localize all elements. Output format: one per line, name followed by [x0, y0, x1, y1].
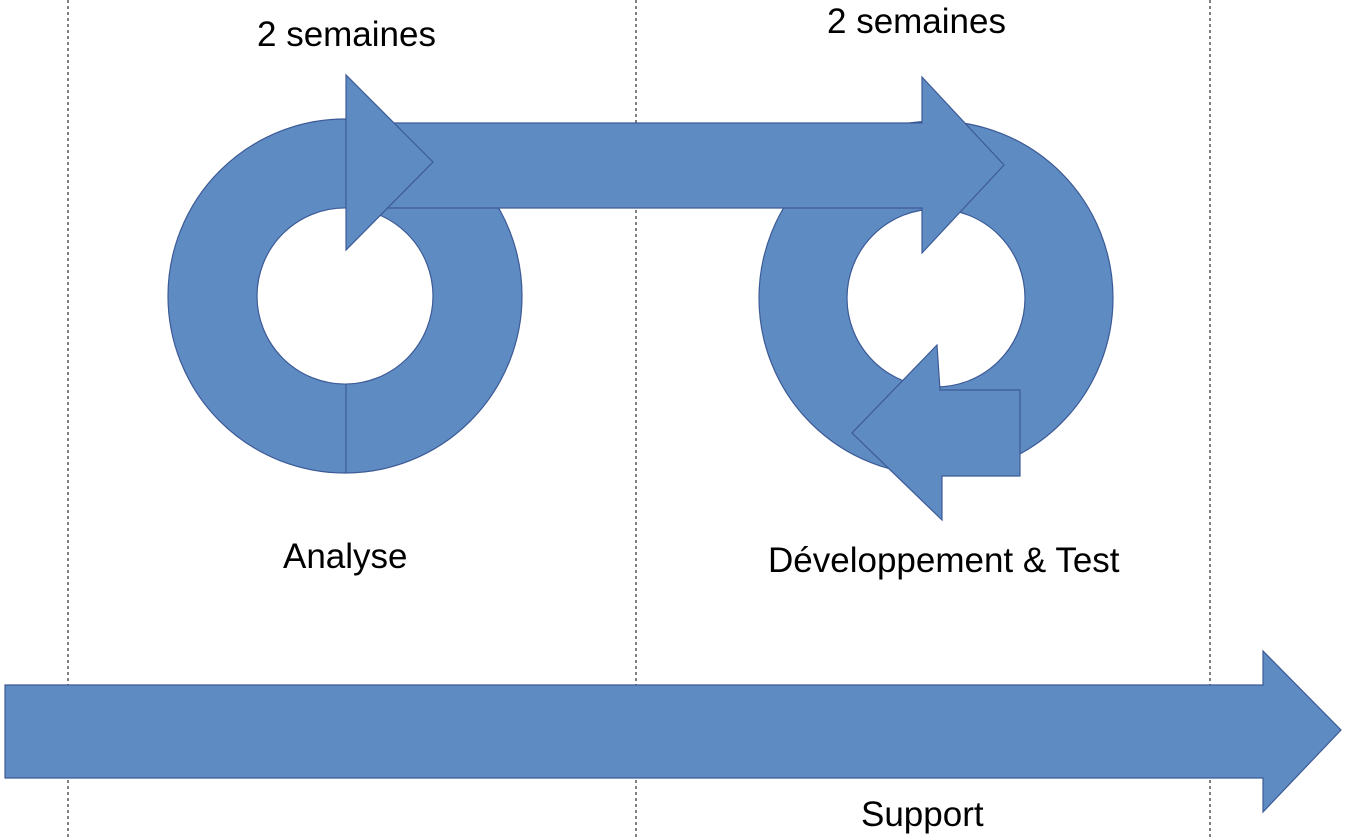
dev-duration-label: 2 semaines [827, 2, 1006, 41]
analysis-label: Analyse [283, 537, 408, 576]
support-arrow [4, 649, 1342, 814]
dev-test-cycle-arrowhead [851, 343, 1021, 522]
analysis-cycle-arrowhead [345, 73, 434, 252]
analysis-duration-label: 2 semaines [257, 15, 436, 54]
dev-test-cycle-ring [758, 120, 1114, 476]
connector-arrow [387, 75, 1005, 255]
dev-test-label: Développement & Test [768, 541, 1120, 580]
support-label: Support [861, 795, 984, 834]
